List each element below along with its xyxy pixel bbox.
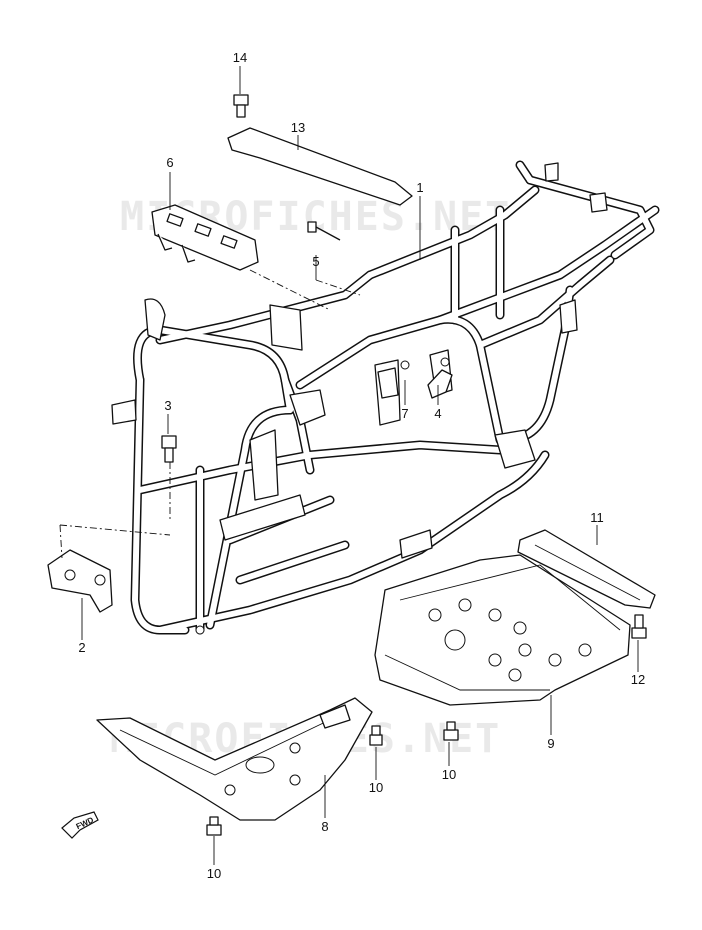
callout-4: 4: [434, 406, 441, 421]
callout-9: 9: [547, 736, 554, 751]
bolt-part-10-center: [369, 725, 383, 746]
bracket-part-7: [377, 367, 399, 399]
callout-10-right: 10: [442, 767, 456, 782]
bolt-part-10-right: [443, 721, 459, 741]
callout-11: 11: [590, 510, 604, 525]
skid-plate-part-8: [96, 697, 373, 821]
callout-12: 12: [631, 672, 645, 687]
main-frame: [111, 160, 660, 635]
guard-part-13: [227, 127, 413, 206]
callout-1: 1: [416, 180, 423, 195]
bracket-part-4: [427, 369, 453, 399]
callouts: 14 13 6 1 5 3 7 4 2 11 12 9 10 10 8 10: [78, 50, 645, 881]
skid-plate-part-9: [374, 554, 631, 706]
bolt-part-5: [307, 221, 341, 241]
callout-7: 7: [401, 406, 408, 421]
bar-part-11: [517, 529, 656, 609]
callout-6: 6: [166, 155, 173, 170]
callout-10-left: 10: [207, 866, 221, 881]
callout-8: 8: [321, 819, 328, 834]
callout-14: 14: [233, 50, 247, 65]
fwd-arrow-icon: FWD: [61, 811, 99, 839]
bolt-part-3: [161, 435, 177, 463]
leader-lines: [59, 66, 639, 865]
bracket-part-2: [47, 549, 113, 613]
callout-10-center: 10: [369, 780, 383, 795]
callout-5: 5: [312, 254, 319, 269]
plate-part-6: [151, 204, 259, 271]
bolt-part-10-left: [206, 816, 222, 836]
callout-3: 3: [164, 398, 171, 413]
bolt-part-12: [631, 614, 647, 639]
callout-13: 13: [291, 120, 305, 135]
callout-2: 2: [78, 640, 85, 655]
bolt-part-14: [233, 94, 249, 118]
